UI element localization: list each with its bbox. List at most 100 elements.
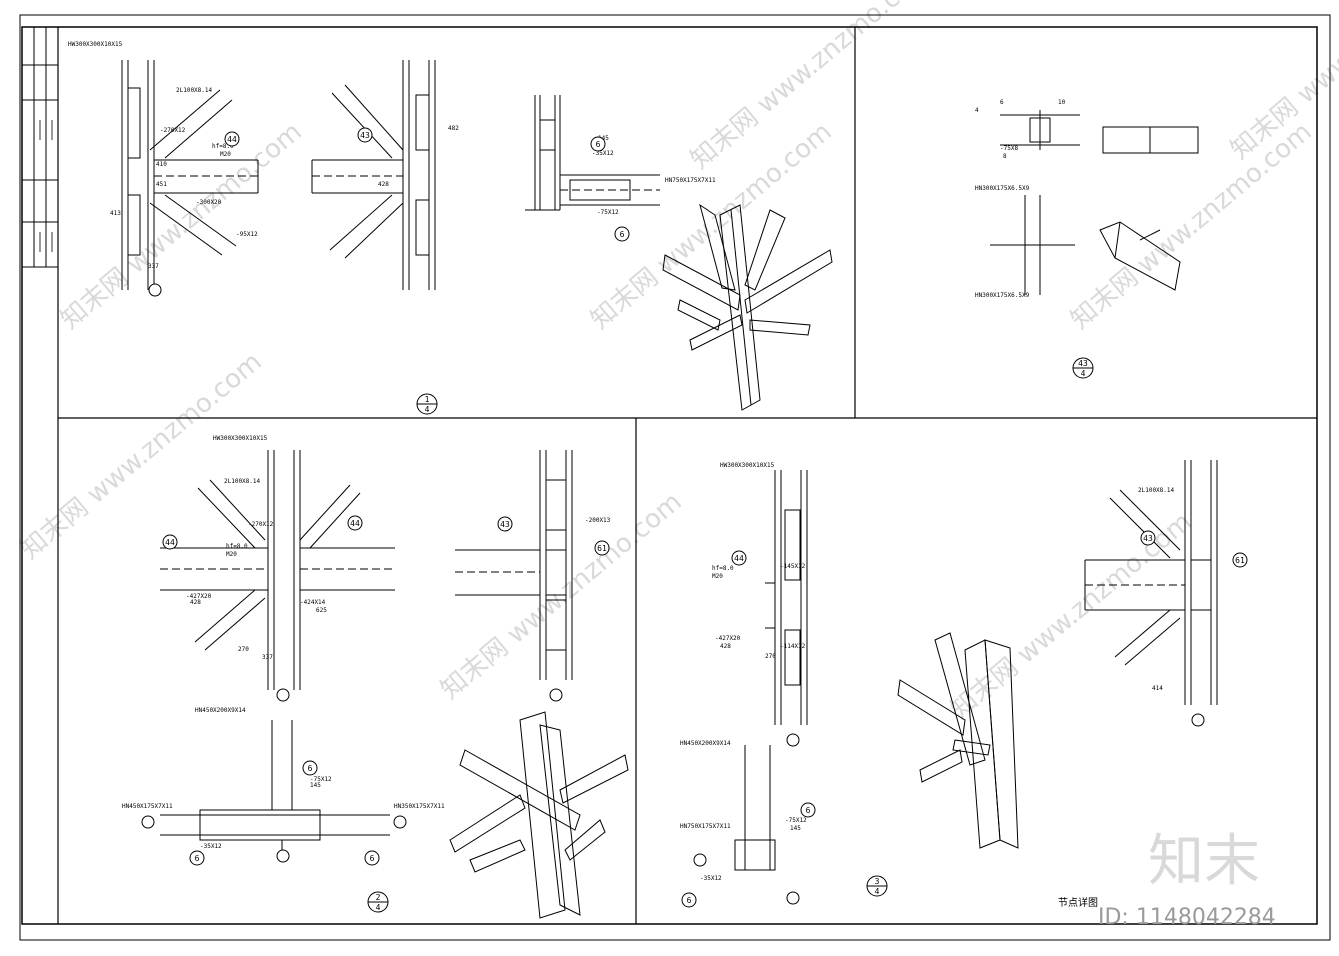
callout-number: 6 <box>596 140 601 149</box>
title-block <box>21 26 59 268</box>
callout-number: 61 <box>1235 556 1245 565</box>
column-member <box>267 450 301 690</box>
dimension-label: HN750X175X7X11 <box>680 823 731 830</box>
dimension-label: -75X12 <box>785 817 807 824</box>
dimension-label: -270X12 <box>248 521 274 528</box>
dimension-label: -114X12 <box>780 643 806 650</box>
dimension-label: 414 <box>1152 685 1163 692</box>
dimension-label: M20 <box>220 151 231 158</box>
column-member <box>765 470 808 725</box>
callout-number: 61 <box>597 544 607 553</box>
panel-4 <box>734 460 1218 871</box>
callout-number: 6 <box>308 764 313 773</box>
axis-bubble <box>786 733 800 747</box>
dimension-label: 145 <box>310 782 321 789</box>
isometric-view <box>1099 221 1181 291</box>
callout-number: 6 <box>195 854 200 863</box>
dimension-label: 428 <box>720 643 731 650</box>
callout-circle <box>614 226 630 242</box>
dimension-label: 2L100X8.14 <box>224 478 261 485</box>
beam-member <box>160 547 395 591</box>
column-member <box>455 450 573 680</box>
dimension-label: 428 <box>190 599 201 606</box>
dimension-label: 337 <box>262 654 273 661</box>
callout-number: 43 <box>1143 534 1153 543</box>
dimension-label: 10 <box>1058 99 1066 106</box>
dimension-label: 413 <box>110 210 121 217</box>
detail-callout: 6 <box>302 760 318 776</box>
callout-number: 44 <box>350 519 360 528</box>
dimension-label: HN300X175X6.5X9 <box>975 292 1030 299</box>
dimension-label: -75X12 <box>310 776 332 783</box>
dimension-label: -75X12 <box>597 209 619 216</box>
brand-logo: 知末 <box>1148 829 1260 894</box>
isometric-view <box>897 632 1019 849</box>
id-label: ID: 1148042284 <box>1098 905 1276 930</box>
callout-number: 44 <box>734 554 744 563</box>
callout-circle <box>497 516 513 532</box>
panel-1 <box>121 60 833 411</box>
dimension-label: HW300X300X10X15 <box>720 462 775 469</box>
detail-callout: 6 <box>590 136 606 152</box>
detail-callout: 43 <box>497 516 513 532</box>
dimension-label: HN450X200X9X14 <box>195 707 246 714</box>
sheet-title: 节点详图 <box>1058 896 1098 909</box>
axis-bubble <box>786 891 800 905</box>
dimension-label: -35X12 <box>700 875 722 882</box>
axis-bubble <box>276 849 290 863</box>
dimension-label: -424X14 <box>300 599 326 606</box>
index-number: 1 <box>425 395 430 404</box>
dimension-label: -427X20 <box>715 635 741 642</box>
index-mark: 24 <box>367 891 389 913</box>
column-member <box>990 195 1075 295</box>
dimension-label: -145X12 <box>780 563 806 570</box>
dimension-label: 482 <box>448 125 459 132</box>
dimension-label: -300X20 <box>196 199 222 206</box>
callout-circle <box>800 802 816 818</box>
axis-bubble <box>549 688 563 702</box>
detail-callout: 61 <box>1232 552 1248 568</box>
callout-number: 6 <box>370 854 375 863</box>
callout-circle <box>1232 552 1248 568</box>
dimension-label: 6 <box>1000 99 1004 106</box>
dimension-label: -427X20 <box>186 593 212 600</box>
plan-view <box>160 720 390 850</box>
dimension-label: 270 <box>765 653 776 660</box>
callout-number: 44 <box>227 135 237 144</box>
index-sheet: 4 <box>875 887 880 896</box>
beam-member <box>734 745 776 871</box>
dimension-label: 625 <box>316 607 327 614</box>
index-sheet: 4 <box>376 903 381 912</box>
dimension-label: 410 <box>156 161 167 168</box>
axis-bubble <box>276 688 290 702</box>
isometric-view <box>662 203 833 411</box>
detail-callout: 6 <box>681 892 697 908</box>
dimension-label: hf=8.0 <box>212 143 234 150</box>
dimension-label: M20 <box>712 573 723 580</box>
dimension-label: -95X12 <box>236 231 258 238</box>
callout-number: 6 <box>620 230 625 239</box>
detail-callout: 43 <box>357 127 373 143</box>
dimension-label: 8 <box>1003 153 1007 160</box>
detail-callout: 44 <box>224 131 240 147</box>
axis-bubble <box>148 283 162 297</box>
beam-member <box>525 95 660 211</box>
callout-circle <box>357 127 373 143</box>
dimension-label: HN350X175X7X11 <box>394 803 445 810</box>
axis-bubble <box>141 815 155 829</box>
axis-bubble <box>1191 713 1205 727</box>
callout-number: 43 <box>500 520 510 529</box>
column-member <box>121 60 155 290</box>
dimension-label: -35X12 <box>592 150 614 157</box>
callout-number: 6 <box>687 896 692 905</box>
watermark-text: 知末网 www.znzmo.com <box>15 347 267 566</box>
detail-callout: 44 <box>347 515 363 531</box>
dimension-label: M20 <box>226 551 237 558</box>
panel-2 <box>990 110 1199 295</box>
dimension-label: hf=8.0 <box>712 565 734 572</box>
dimension-label: -200X13 <box>585 517 611 524</box>
index-number: 3 <box>875 877 880 886</box>
index-number: 43 <box>1078 359 1088 368</box>
detail-callout: 44 <box>162 534 178 550</box>
